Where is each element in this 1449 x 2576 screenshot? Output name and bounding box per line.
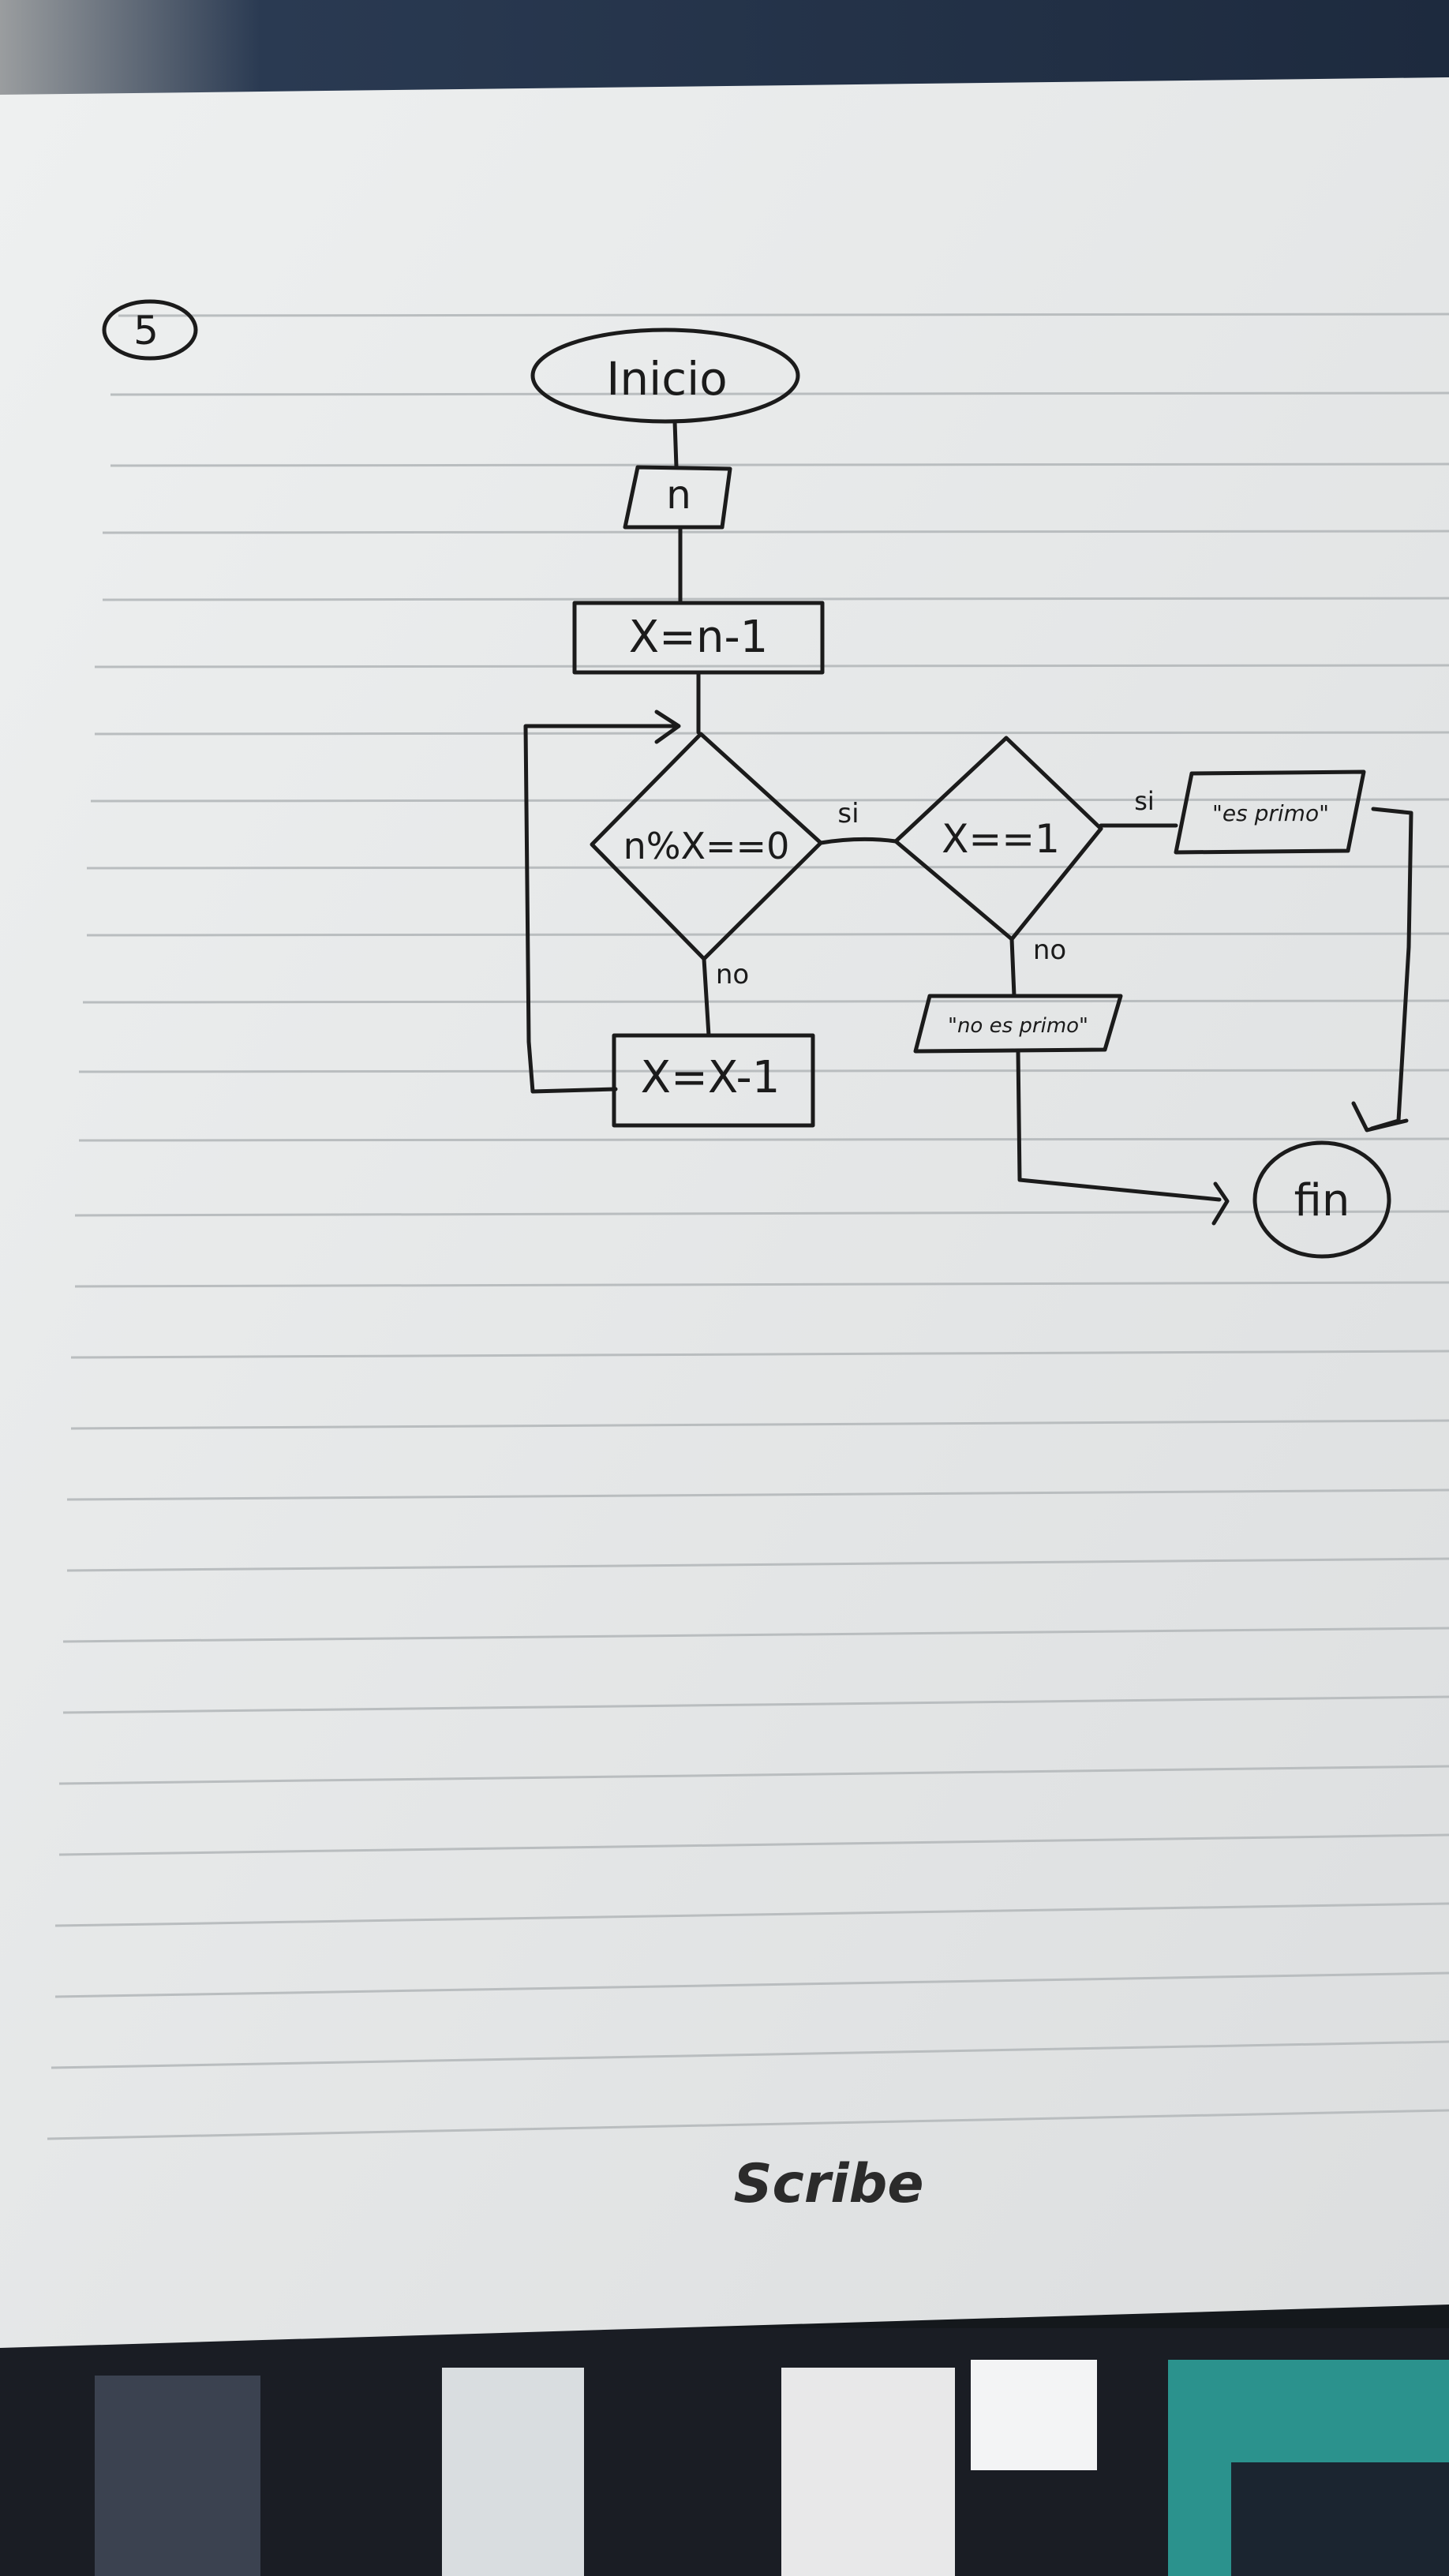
rule-line: [66, 1488, 1449, 1501]
rule-line: [54, 1902, 1449, 1927]
mod-yes-label: si: [837, 798, 859, 829]
decrement-label: X=X-1: [641, 1052, 781, 1103]
cloth-checker-pattern: [95, 2360, 1449, 2576]
ruled-lines: [47, 313, 1449, 2140]
rule-line: [66, 1557, 1449, 1572]
rule-line: [78, 1069, 1449, 1073]
flow-line: [672, 419, 679, 470]
output-prime: [1174, 769, 1366, 855]
rule-line: [86, 932, 1449, 937]
rule-line: [86, 865, 1449, 870]
rule-line: [51, 2040, 1449, 2069]
init-label: X=n-1: [629, 612, 769, 663]
rule-line: [94, 664, 1449, 668]
output-not-prime: [913, 994, 1123, 1054]
rule-line: [102, 530, 1449, 534]
problem-number: 5: [133, 308, 159, 354]
end-label: fin: [1294, 1175, 1350, 1226]
one-yes-label: si: [1134, 786, 1155, 816]
loop-back-arrowhead: [654, 710, 681, 744]
not-prime-to-end-line: [1016, 1049, 1222, 1202]
rule-line: [118, 313, 1449, 317]
rule-line: [78, 1137, 1449, 1142]
rule-line: [47, 2109, 1449, 2140]
rule-line: [110, 462, 1449, 467]
rule-line: [54, 1971, 1449, 1998]
rule-line: [62, 1627, 1449, 1643]
flow-line: [702, 957, 711, 1038]
one-no-label: no: [1033, 934, 1066, 966]
rule-line: [82, 999, 1449, 1004]
mod-no-label: no: [716, 959, 749, 990]
output-prime-label: "es primo": [1212, 800, 1329, 826]
rule-line: [102, 597, 1449, 601]
rule-line: [58, 1765, 1449, 1785]
mod-yes-line: [818, 837, 898, 845]
rule-line: [70, 1350, 1449, 1359]
rule-line: [110, 391, 1449, 396]
rule-line: [62, 1695, 1449, 1714]
prime-to-end-arrowhead: [1351, 1101, 1409, 1133]
rule-line: [90, 798, 1449, 803]
flow-line: [1009, 937, 1017, 998]
end-terminal: [1252, 1140, 1391, 1259]
mod-decision-label: n%X==0: [623, 825, 790, 867]
start-label: Inicio: [606, 352, 727, 406]
start-terminal: [530, 328, 800, 424]
decrement-process: [612, 1033, 815, 1128]
rule-line: [70, 1419, 1449, 1430]
loop-back-line: [523, 724, 680, 1094]
rule-line: [94, 731, 1449, 736]
rule-line: [58, 1833, 1449, 1856]
rule-line: [74, 1281, 1449, 1288]
input-label: n: [666, 472, 691, 518]
problem-number-circle: [102, 299, 198, 361]
input-node: [623, 465, 732, 530]
output-not-prime-label: "no es primo": [948, 1014, 1088, 1038]
one-decision-label: X==1: [942, 816, 1060, 862]
not-prime-to-end-arrowhead: [1211, 1181, 1230, 1226]
scribe-logo: Scribe: [734, 2153, 924, 2215]
